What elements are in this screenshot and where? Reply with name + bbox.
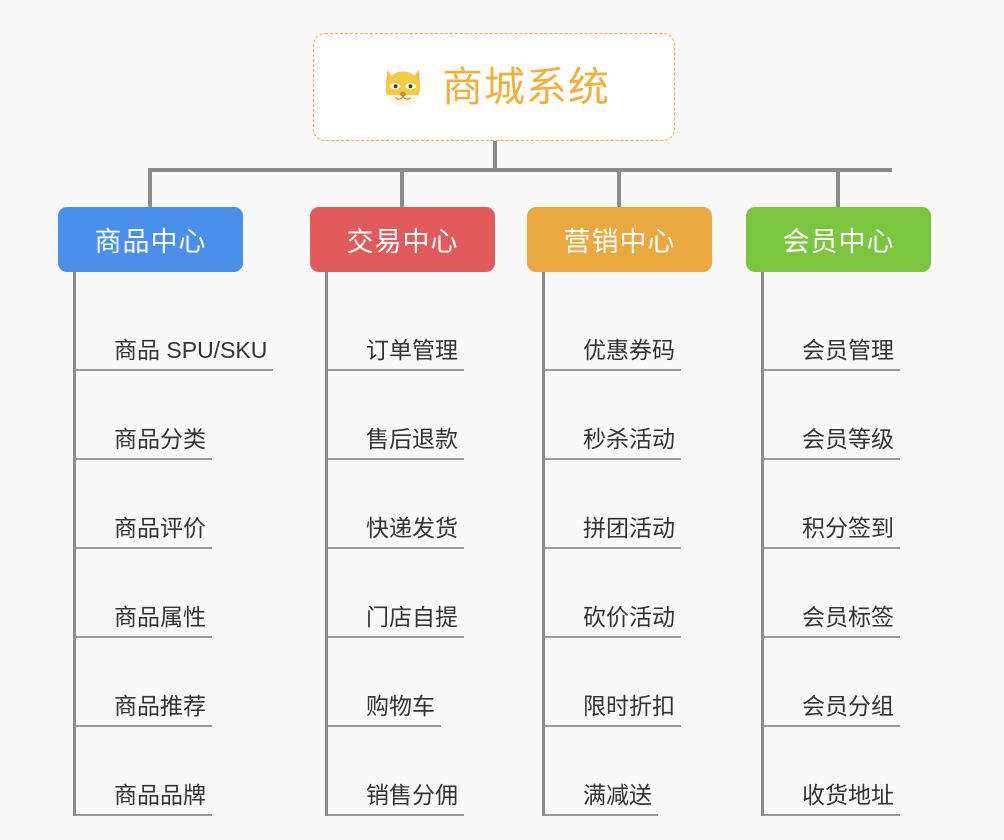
leaf-label: 限时折扣 (583, 693, 675, 719)
connector-drop-2 (400, 168, 404, 208)
leaf-label: 商品分类 (114, 426, 206, 452)
leaf-item[interactable]: 订单管理 (328, 282, 530, 371)
leaf-label: 优惠券码 (583, 337, 675, 363)
leaf-underline (76, 547, 212, 549)
branch-trunk-product: 商品 SPU/SKU 商品分类 商品评价 商品属性 商品推荐 商品品牌 (73, 272, 288, 816)
leaf-label: 快递发货 (366, 515, 458, 541)
leaf-underline (545, 547, 681, 549)
leaf-item[interactable]: 优惠券码 (545, 282, 737, 371)
category-header-member[interactable]: 会员中心 (746, 207, 931, 272)
leaf-item[interactable]: 售后退款 (328, 371, 530, 460)
leaf-item[interactable]: 会员标签 (764, 549, 956, 638)
leaf-underline (545, 636, 681, 638)
category-header-label: 会员中心 (782, 227, 895, 257)
connector-drop-3 (617, 168, 621, 208)
leaf-item[interactable]: 商品分类 (76, 371, 288, 460)
leaf-underline (764, 814, 900, 816)
leaf-item[interactable]: 限时折扣 (545, 638, 737, 727)
leaf-item[interactable]: 秒杀活动 (545, 371, 737, 460)
shiba-dog-emoji-icon (378, 62, 428, 112)
leaf-item[interactable]: 商品评价 (76, 460, 288, 549)
leaf-underline (764, 636, 900, 638)
leaf-label: 商品属性 (114, 604, 206, 630)
leaf-item[interactable]: 商品推荐 (76, 638, 288, 727)
category-column-trade: 交易中心 订单管理 售后退款 快递发货 门店自提 购物车 (310, 207, 530, 816)
leaf-label: 秒杀活动 (583, 426, 675, 452)
leaf-item[interactable]: 快递发货 (328, 460, 530, 549)
leaf-item[interactable]: 购物车 (328, 638, 530, 727)
leaf-label: 满减送 (583, 782, 652, 808)
leaf-item[interactable]: 商品 SPU/SKU (76, 282, 288, 371)
leaf-label: 售后退款 (366, 426, 458, 452)
leaf-item[interactable]: 门店自提 (328, 549, 530, 638)
leaf-underline (76, 369, 273, 371)
leaf-label: 购物车 (366, 693, 435, 719)
category-header-product[interactable]: 商品中心 (58, 207, 243, 272)
category-column-product: 商品中心 商品 SPU/SKU 商品分类 商品评价 商品属性 商品推荐 (58, 207, 288, 816)
leaf-label: 订单管理 (366, 337, 458, 363)
leaf-item[interactable]: 商品品牌 (76, 727, 288, 816)
connector-drop-1 (148, 168, 152, 208)
connector-bus-bar (148, 168, 892, 172)
leaf-underline (328, 547, 464, 549)
branch-trunk-trade: 订单管理 售后退款 快递发货 门店自提 购物车 销售分佣 (325, 272, 530, 816)
connector-drop-4 (836, 168, 840, 208)
leaf-item[interactable]: 销售分佣 (328, 727, 530, 816)
leaf-underline (328, 458, 464, 460)
leaf-label: 商品 SPU/SKU (114, 337, 268, 363)
leaf-label: 门店自提 (366, 604, 458, 630)
leaf-item[interactable]: 会员分组 (764, 638, 956, 727)
leaf-label: 会员等级 (802, 426, 894, 452)
leaf-underline (328, 636, 464, 638)
leaf-underline (76, 814, 212, 816)
leaf-label: 会员标签 (802, 604, 894, 630)
leaf-item[interactable]: 拼团活动 (545, 460, 737, 549)
leaf-underline (764, 369, 900, 371)
leaf-item[interactable]: 商品属性 (76, 549, 288, 638)
root-node[interactable]: 商城系统 (313, 33, 675, 141)
leaf-underline (545, 458, 681, 460)
leaf-underline (76, 458, 212, 460)
leaf-underline (76, 725, 212, 727)
root-title: 商城系统 (442, 63, 610, 110)
leaf-label: 会员管理 (802, 337, 894, 363)
category-header-label: 营销中心 (563, 227, 676, 257)
leaf-underline (764, 547, 900, 549)
leaf-item[interactable]: 砍价活动 (545, 549, 737, 638)
leaf-label: 收货地址 (802, 782, 894, 808)
leaf-underline (328, 725, 441, 727)
branch-trunk-member: 会员管理 会员等级 积分签到 会员标签 会员分组 收货地址 (761, 272, 956, 816)
leaf-label: 商品评价 (114, 515, 206, 541)
leaf-label: 拼团活动 (583, 515, 675, 541)
leaf-underline (545, 725, 681, 727)
leaf-item[interactable]: 会员等级 (764, 371, 956, 460)
leaf-underline (764, 725, 900, 727)
category-header-label: 商品中心 (94, 227, 207, 257)
leaf-item[interactable]: 满减送 (545, 727, 737, 816)
leaf-underline (328, 369, 464, 371)
leaf-item[interactable]: 积分签到 (764, 460, 956, 549)
leaf-item[interactable]: 会员管理 (764, 282, 956, 371)
leaf-label: 会员分组 (802, 693, 894, 719)
leaf-label: 销售分佣 (366, 782, 458, 808)
leaf-underline (764, 458, 900, 460)
leaf-underline (76, 636, 212, 638)
leaf-label: 商品品牌 (114, 782, 206, 808)
category-header-marketing[interactable]: 营销中心 (527, 207, 712, 272)
leaf-label: 积分签到 (802, 515, 894, 541)
connector-root-stem (493, 141, 497, 172)
leaf-underline (328, 814, 464, 816)
category-header-trade[interactable]: 交易中心 (310, 207, 495, 272)
branch-trunk-marketing: 优惠券码 秒杀活动 拼团活动 砍价活动 限时折扣 满减送 (542, 272, 737, 816)
leaf-label: 砍价活动 (583, 604, 675, 630)
leaf-underline (545, 814, 658, 816)
leaf-item[interactable]: 收货地址 (764, 727, 956, 816)
leaf-label: 商品推荐 (114, 693, 206, 719)
category-column-member: 会员中心 会员管理 会员等级 积分签到 会员标签 会员分组 (746, 207, 956, 816)
category-column-marketing: 营销中心 优惠券码 秒杀活动 拼团活动 砍价活动 限时折扣 (527, 207, 737, 816)
category-header-label: 交易中心 (346, 227, 459, 257)
leaf-underline (545, 369, 681, 371)
